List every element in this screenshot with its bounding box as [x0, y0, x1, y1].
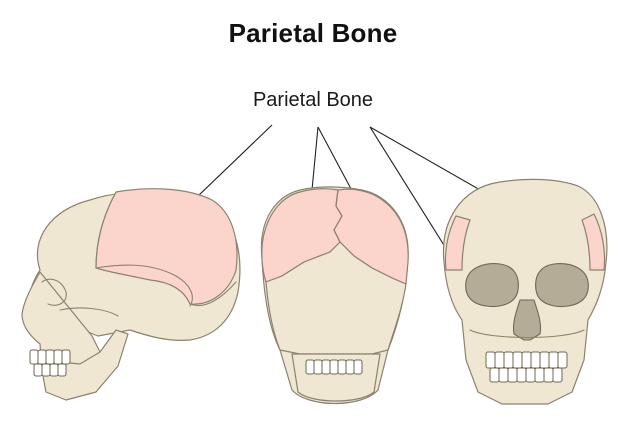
lateral-zygomatic-arch — [59, 307, 119, 317]
skull-posterior-view — [260, 186, 409, 404]
lateral-coronal-suture — [95, 191, 117, 269]
posterior-tooth — [353, 359, 363, 375]
anterior-tooth — [498, 367, 509, 383]
lateral-orbit-rim — [41, 278, 67, 306]
anterior-tooth — [494, 351, 505, 369]
anterior-tooth — [525, 367, 536, 383]
lateral-tooth — [33, 363, 43, 377]
anterior-tooth — [485, 351, 496, 369]
lateral-tooth — [29, 349, 39, 365]
lateral-tooth — [49, 363, 59, 377]
posterior-tooth — [321, 359, 331, 375]
lateral-tooth — [37, 349, 47, 365]
anterior-tooth — [539, 351, 550, 369]
lateral-tooth — [41, 363, 51, 377]
anterior-tooth — [534, 367, 545, 383]
anterior-nasal-cavity — [512, 299, 542, 341]
anterior-parietal-bone-left — [444, 215, 471, 271]
posterior-tooth — [345, 359, 355, 375]
lateral-tooth — [61, 349, 71, 365]
anterior-tooth — [552, 367, 563, 383]
anterior-tooth — [516, 367, 527, 383]
anterior-parietal-bone-right — [581, 213, 606, 271]
posterior-tooth — [337, 359, 347, 375]
lateral-mandible — [39, 329, 129, 401]
anterior-teeth — [485, 351, 568, 383]
posterior-tooth — [329, 359, 339, 375]
skull-anterior-view — [442, 178, 608, 405]
leader-line-anterior-left — [369, 126, 453, 259]
page-title: Parietal Bone — [228, 18, 398, 48]
anterior-tooth — [512, 351, 523, 369]
anterior-cranium — [442, 178, 608, 405]
lateral-lambdoid-suture — [189, 281, 237, 306]
anterior-maxilla-line — [469, 329, 585, 338]
lateral-tooth — [53, 349, 63, 365]
anterior-tooth — [503, 351, 514, 369]
posterior-tooth — [313, 359, 323, 375]
lateral-teeth — [29, 349, 71, 377]
lateral-tooth — [57, 363, 67, 377]
anterior-tooth — [489, 367, 500, 383]
posterior-occipital-bone — [265, 241, 407, 355]
posterior-teeth — [305, 359, 363, 375]
anterior-tooth — [548, 351, 559, 369]
posterior-sagittal-suture — [333, 189, 343, 243]
posterior-tooth — [305, 359, 315, 375]
parietal-bone-label: Parietal Bone — [252, 89, 374, 111]
anterior-tooth — [557, 351, 568, 369]
anterior-tooth — [530, 351, 541, 369]
lateral-tooth — [45, 349, 55, 365]
anterior-tooth — [543, 367, 554, 383]
anterior-tooth — [521, 351, 532, 369]
lateral-squamous-suture — [95, 264, 193, 307]
anterior-orbit-left — [465, 263, 519, 308]
skull-lateral-view — [21, 188, 241, 401]
anterior-tooth — [507, 367, 518, 383]
anterior-orbit-right — [535, 263, 589, 308]
